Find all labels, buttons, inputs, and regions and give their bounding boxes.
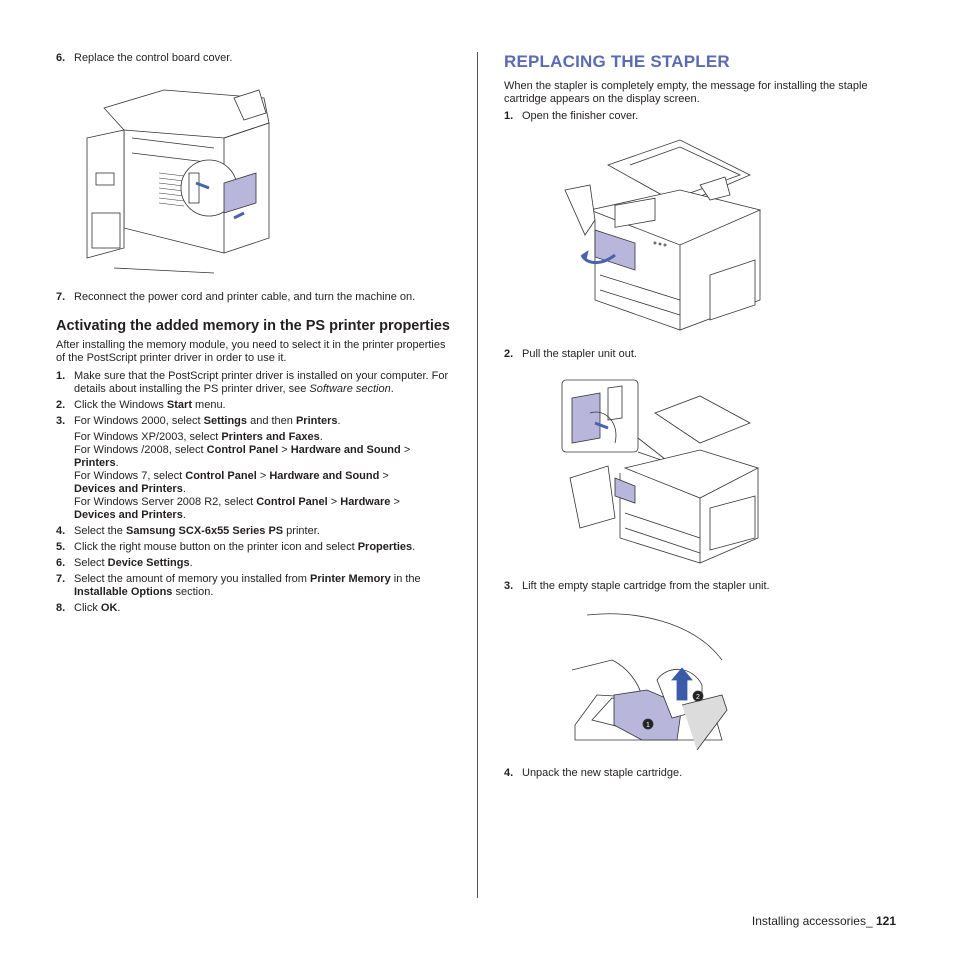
section-heading: Activating the added memory in the PS pr… (56, 318, 450, 334)
control-board-cover-illustration (84, 78, 294, 284)
left-column: 6.Replace the control board cover. (56, 52, 451, 65)
footer-label: Installing accessories_ (751, 914, 876, 928)
stapler-step-2-block: 2.Pull the stapler unit out. (504, 348, 904, 361)
memory-step-7: 7.Select the amount of memory you instal… (56, 573, 421, 598)
stapler-step-4-block: 4.Unpack the new staple cartridge. (504, 767, 904, 780)
memory-step-4: 4.Select the Samsung SCX-6x55 Series PS … (56, 525, 320, 537)
staple-cartridge-lift-illustration: 1 2 (572, 610, 732, 750)
stapler-intro: When the stapler is completely empty, th… (504, 80, 868, 105)
memory-step-8: 8.Click OK. (56, 602, 121, 614)
memory-section: Activating the added memory in the PS pr… (56, 318, 456, 615)
memory-step-5: 5.Click the right mouse button on the pr… (56, 541, 416, 553)
stapler-step-3-block: 3.Lift the empty staple cartridge from t… (504, 580, 904, 593)
step-7: 7.Reconnect the power cord and printer c… (56, 291, 416, 303)
column-divider (477, 52, 478, 898)
section-title: REPLACING THE STAPLER (504, 52, 730, 71)
right-column: REPLACING THE STAPLER When the stapler i… (504, 52, 904, 123)
stapler-step-1: 1.Open the finisher cover. (504, 110, 639, 122)
finisher-cover-illustration (560, 135, 770, 340)
callout-2: 2 (696, 694, 700, 701)
memory-step-2: 2.Click the Windows Start menu. (56, 399, 226, 411)
callout-1: 1 (646, 722, 650, 729)
page-footer: Installing accessories_ 121 (752, 914, 896, 928)
memory-step-6: 6.Select Device Settings. (56, 557, 193, 569)
stapler-step-2: 2.Pull the stapler unit out. (504, 348, 637, 360)
memory-step-3: 3.For Windows 2000, select Settings and … (56, 415, 341, 427)
step-7-block: 7.Reconnect the power cord and printer c… (56, 291, 456, 304)
page-number: 121 (875, 914, 896, 928)
step-3-xp: For Windows XP/2003, select Printers and… (74, 431, 323, 443)
stapler-step-4: 4.Unpack the new staple cartridge. (504, 767, 683, 779)
stapler-step-3: 3.Lift the empty staple cartridge from t… (504, 580, 770, 592)
step-3-win7: For Windows 7, select Control Panel > Ha… (74, 470, 389, 495)
memory-step-1: 1.Make sure that the PostScript printer … (56, 370, 449, 395)
stapler-pull-illustration (560, 378, 760, 568)
step-3-vista: For Windows /2008, select Control Panel … (74, 444, 411, 469)
step-6: 6.Replace the control board cover. (56, 52, 233, 64)
section-intro: After installing the memory module, you … (56, 339, 446, 364)
step-3-r2: For Windows Server 2008 R2, select Contr… (74, 496, 400, 521)
